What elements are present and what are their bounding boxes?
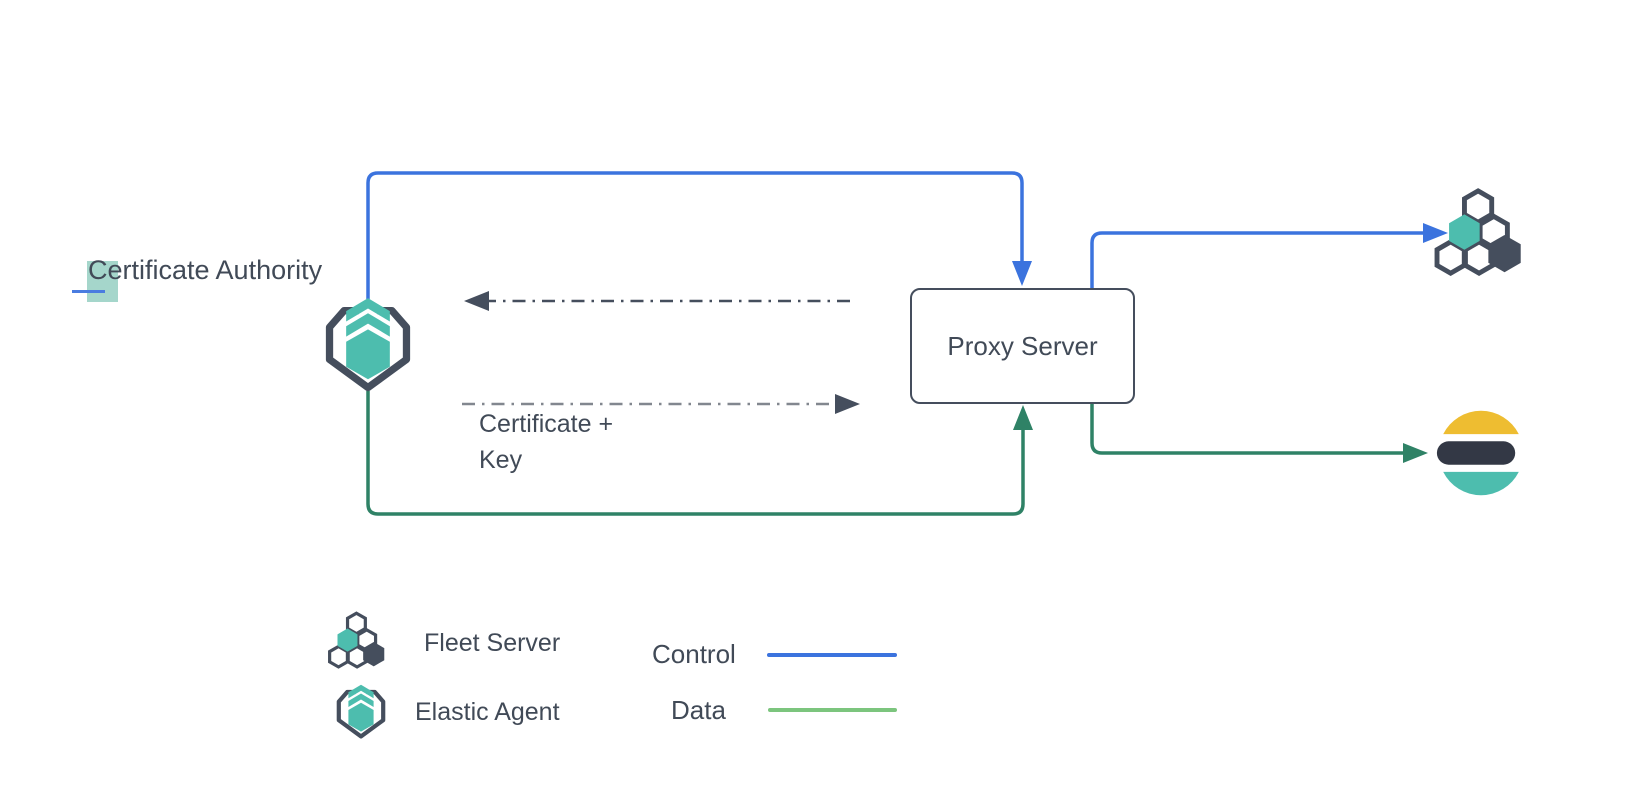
legend-label-data: Data: [671, 695, 726, 725]
legend-item-fleet-server[interactable]: [327, 610, 391, 674]
legend-control-line-swatch: [767, 653, 897, 657]
elasticsearch-icon: [1436, 408, 1526, 498]
text-cursor-underline: [72, 290, 105, 293]
legend-label-elastic-agent: Elastic Agent: [415, 698, 560, 726]
data-connector-proxy-to-elasticsearch[interactable]: [1090, 403, 1428, 463]
text-selection-highlight: [87, 261, 118, 302]
fleet-server-node[interactable]: [1433, 186, 1531, 284]
elasticsearch-node[interactable]: [1436, 408, 1526, 498]
certificate-key-annotation[interactable]: Certificate + Key: [479, 406, 613, 478]
legend-label-fleet-server: Fleet Server: [424, 629, 561, 657]
certificate-authority-label[interactable]: Certificate Authority: [88, 255, 323, 285]
elastic-agent-node[interactable]: [316, 295, 420, 399]
proxy-server-node[interactable]: Proxy Server: [910, 288, 1135, 404]
elastic-agent-icon: [331, 681, 391, 745]
fleet-server-icon: [327, 610, 391, 674]
certificate-key-line2: Key: [479, 446, 523, 474]
legend-label-control: Control: [652, 639, 736, 669]
dashed-arrow-certificate-key[interactable]: [462, 394, 860, 414]
proxy-server-label: Proxy Server: [947, 330, 1098, 361]
control-connector-agent-to-proxy[interactable]: [366, 171, 1032, 299]
dashed-arrow-left[interactable]: [464, 291, 850, 311]
legend-item-elastic-agent[interactable]: [331, 681, 391, 745]
elastic-agent-icon: [316, 295, 420, 399]
legend-data-line-swatch: [768, 708, 897, 712]
certificate-key-line1: Certificate +: [479, 410, 614, 438]
control-connector-proxy-to-fleet[interactable]: [1090, 223, 1448, 289]
data-connector-agent-to-proxy[interactable]: [366, 391, 1033, 516]
fleet-server-icon: [1433, 186, 1531, 284]
